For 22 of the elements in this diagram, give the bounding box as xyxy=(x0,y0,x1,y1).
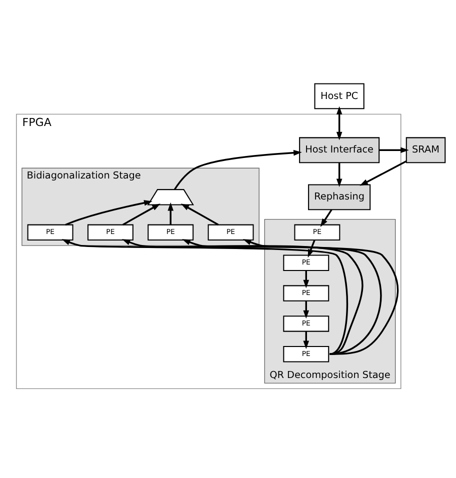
node-box: Rephasing xyxy=(308,184,371,210)
node-box: Host Interface xyxy=(299,137,380,164)
arrow xyxy=(62,239,348,355)
node-trapezoid xyxy=(147,189,194,206)
arrow xyxy=(320,209,332,227)
arrow xyxy=(303,331,310,350)
arrow xyxy=(336,106,342,140)
node-box: SRAM xyxy=(406,137,446,164)
node-box: Host PC xyxy=(314,83,364,110)
arrow xyxy=(360,160,407,186)
arrow xyxy=(242,239,399,355)
arrow xyxy=(174,150,302,190)
arrow xyxy=(182,239,382,355)
arrow xyxy=(303,301,310,319)
arrow xyxy=(336,162,342,188)
arrow xyxy=(168,202,174,225)
arrow xyxy=(122,239,364,355)
arrow xyxy=(379,147,409,154)
arrow xyxy=(65,200,152,226)
arrow xyxy=(303,270,310,288)
arrow xyxy=(180,204,219,226)
arrow xyxy=(122,204,160,226)
